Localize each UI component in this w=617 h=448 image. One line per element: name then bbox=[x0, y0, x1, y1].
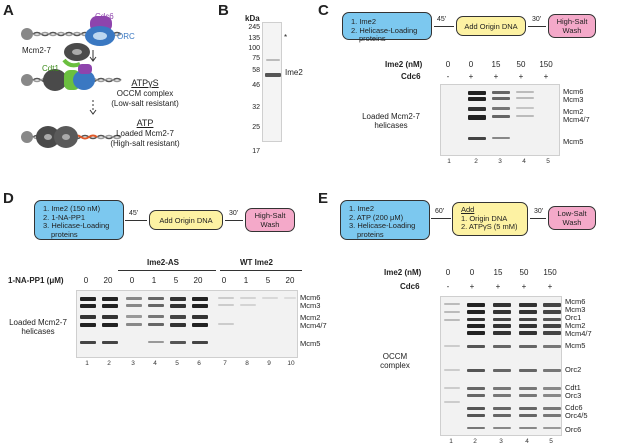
add-dna-box-c: Add Origin DNA bbox=[456, 16, 526, 36]
group-wt-label: WT Ime2 bbox=[240, 258, 273, 267]
step-text: proteins bbox=[359, 34, 386, 43]
marker-label: 100 bbox=[248, 45, 260, 52]
cdc6-label-e: Cdc6 bbox=[400, 282, 420, 291]
cdc6-value: + bbox=[543, 72, 549, 81]
panel-letter-b: B bbox=[218, 2, 229, 19]
marker-label: 32 bbox=[252, 104, 260, 111]
conc-value: 15 bbox=[491, 60, 501, 69]
marker-label: 75 bbox=[252, 55, 260, 62]
ime2-band bbox=[265, 73, 281, 77]
ime2-conc-label-e: Ime2 (nM) bbox=[384, 268, 422, 277]
cdc6-value: + bbox=[468, 72, 474, 81]
conc-value: 0 bbox=[468, 60, 474, 69]
dna-bead-icon bbox=[21, 28, 33, 40]
marker-label: 135 bbox=[248, 35, 260, 42]
step-box-e: 1. Ime2 2. ATP (200 μM) 3. Helicase-Load… bbox=[340, 200, 430, 240]
band-label: Mcm2 bbox=[563, 107, 584, 116]
gel-c bbox=[440, 84, 560, 156]
kda-label: kDa bbox=[245, 14, 260, 23]
wash-box-c: High-Salt Wash bbox=[548, 14, 596, 38]
cdc6-value: + bbox=[493, 72, 499, 81]
band-label: Mcm6 bbox=[563, 87, 584, 96]
time-label: 30' bbox=[229, 210, 239, 217]
occm-label: OCCM complex bbox=[116, 89, 174, 98]
band-label: Mcm5 bbox=[563, 137, 584, 146]
occm-sublabel: (Low-salt resistant) bbox=[111, 99, 179, 108]
ime2-conc-label: Ime2 (nM) bbox=[385, 60, 423, 69]
drug-conc-label: 1-NA-PP1 (μM) bbox=[8, 276, 64, 285]
wash-text: Wash bbox=[562, 25, 582, 35]
marker-label: 46 bbox=[252, 82, 260, 89]
occm-mcm-icon bbox=[43, 69, 67, 91]
band-label: Mcm3 bbox=[563, 95, 584, 104]
time-label: 30' bbox=[532, 16, 542, 23]
marker-label: 245 bbox=[248, 24, 260, 31]
asterisk-label: * bbox=[284, 33, 288, 42]
loading-schematic bbox=[21, 16, 122, 148]
panel-letter-d: D bbox=[3, 190, 14, 207]
time-label: 45' bbox=[129, 210, 139, 217]
wash-text: High-Salt bbox=[556, 17, 588, 26]
cdc6-label: Cdc6 bbox=[401, 72, 421, 81]
step-text: 2. Helicase-Loading bbox=[351, 25, 418, 35]
cdc6-label: Cdc6 bbox=[95, 12, 114, 21]
panel-letter-a: A bbox=[3, 2, 14, 19]
atp-label: ATP bbox=[136, 118, 154, 128]
cdc6-value: + bbox=[518, 72, 524, 81]
time-label: 30' bbox=[534, 208, 544, 215]
cdc6-value: - bbox=[446, 72, 450, 81]
marker-label: 17 bbox=[252, 148, 260, 155]
mcm-label: Mcm2-7 bbox=[22, 46, 51, 55]
atpys-label: ATPγS bbox=[131, 78, 159, 88]
wash-box-e: Low-Salt Wash bbox=[548, 206, 596, 230]
step-box-d: 1. Ime2 (150 nM) 2. 1-NA-PP1 3. Helicase… bbox=[34, 200, 124, 240]
panel-letter-e: E bbox=[318, 190, 329, 207]
loaded-label: Loaded Mcm2-7 bbox=[116, 129, 174, 138]
c-side-label: Loaded Mcm2-7 helicases bbox=[362, 112, 420, 130]
arrow-line bbox=[434, 26, 454, 27]
group-as-label: Ime2-AS bbox=[147, 258, 180, 267]
orc-label: ORC bbox=[117, 32, 135, 41]
conc-value: 150 bbox=[539, 60, 553, 69]
d-side-label: Loaded Mcm2-7 helicases bbox=[9, 318, 67, 336]
time-label: 45' bbox=[437, 16, 447, 23]
panel-letter-c: C bbox=[318, 2, 329, 19]
cdt1-label: Cdt1 bbox=[42, 64, 59, 73]
marker-label: 25 bbox=[252, 124, 260, 131]
loaded-sublabel: (High-salt resistant) bbox=[110, 139, 180, 148]
ime2-purification-gel bbox=[262, 22, 282, 142]
e-side-label: OCCM complex bbox=[380, 352, 410, 370]
gel-e bbox=[440, 296, 562, 436]
conc-value: 0 bbox=[445, 60, 451, 69]
time-label: 60' bbox=[435, 208, 445, 215]
step-box-c: 1. Ime2 2. Helicase-Loading proteins bbox=[342, 12, 432, 43]
add-box-e: Add 1. Origin DNA 2. ATPγS (5 mM) bbox=[452, 202, 528, 236]
marker-label: 58 bbox=[252, 67, 260, 74]
add-dna-box-d: Add Origin DNA bbox=[149, 210, 223, 230]
cdt1-icon bbox=[62, 58, 81, 68]
step-text: 1. Ime2 bbox=[351, 17, 377, 26]
gel-d bbox=[76, 290, 298, 358]
ime2-band-label: Ime2 bbox=[285, 68, 303, 77]
wash-box-d: High-Salt Wash bbox=[245, 208, 295, 232]
conc-value: 50 bbox=[516, 60, 526, 69]
band-label: Mcm4/7 bbox=[563, 115, 590, 124]
